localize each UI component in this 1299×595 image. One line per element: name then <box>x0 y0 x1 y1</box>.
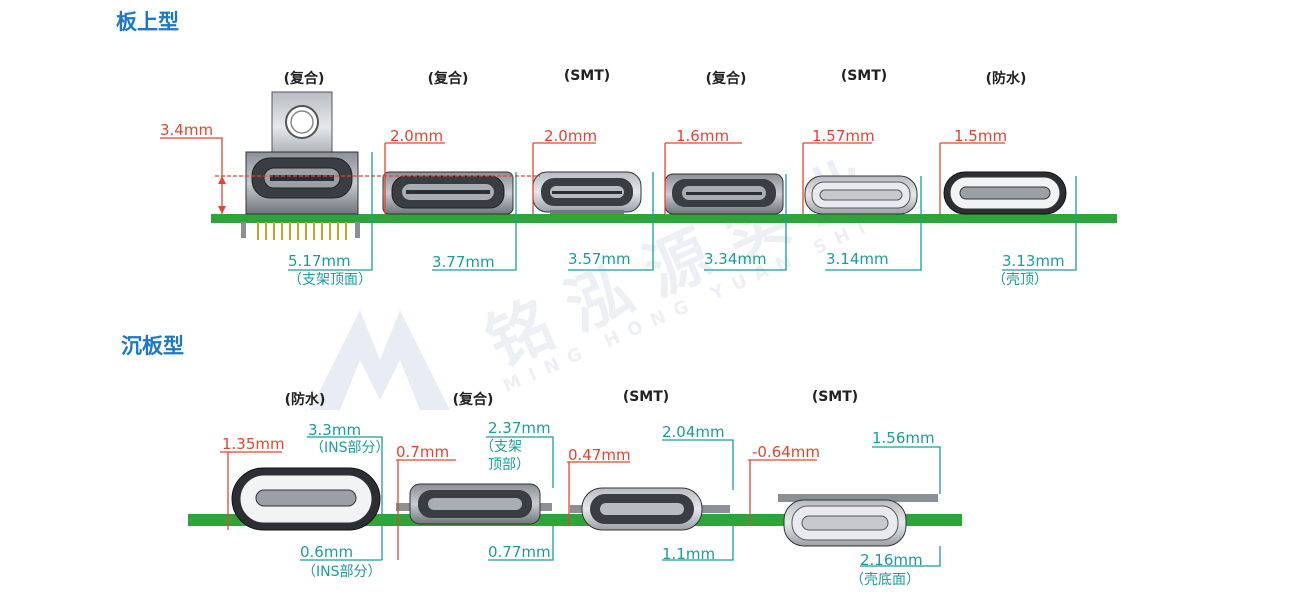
onboard-2-bottom-dim: 3.77mm <box>432 253 495 271</box>
sink-1-top-dim: 3.3mm <box>308 421 362 439</box>
sink-1-type: (防水) <box>284 392 326 408</box>
sink-2-top-note-2: 顶部） <box>488 457 530 473</box>
sink-2-bottom-dim: 0.77mm <box>488 543 551 561</box>
sink-4-top-dim: 1.56mm <box>872 429 935 447</box>
sink-2-left-dim: 0.7mm <box>396 443 450 461</box>
onboard-4-bottom-dim: 3.34mm <box>704 250 767 268</box>
connector-sinkboard-3 <box>570 487 730 531</box>
sink-3-top-dim: 2.04mm <box>662 423 725 441</box>
onboard-5-top-dim: 1.57mm <box>812 127 875 145</box>
onboard-6-top-dim: 1.5mm <box>954 127 1008 145</box>
onboard-3-type: (SMT) <box>563 68 611 84</box>
onboard-3-bottom-dim: 3.57mm <box>568 250 631 268</box>
connector-onboard-5 <box>804 175 918 215</box>
onboard-1-top-dim: 3.4mm <box>160 121 214 139</box>
sink-1-bottom-dim: 0.6mm <box>300 543 354 561</box>
sink-3-left-dim: 0.47mm <box>568 446 631 464</box>
section-title-onboard: 板上型 <box>116 10 179 34</box>
sink-1-top-note: （INS部分） <box>310 440 390 456</box>
connector-sinkboard-1 <box>231 467 381 531</box>
section-title-sinkboard: 沉板型 <box>121 334 184 358</box>
sink-1-left-dim: 1.35mm <box>222 435 285 453</box>
sink-4-type: (SMT) <box>811 389 859 405</box>
connector-onboard-3 <box>532 171 642 214</box>
sink-3-bottom-dim: 1.1mm <box>662 545 716 563</box>
sink-4-bottom-note: （壳底面） <box>850 572 920 588</box>
connector-onboard-4 <box>664 173 784 215</box>
sink-1-bottom-note: （INS部分） <box>302 564 382 580</box>
connector-sinkboard-4 <box>778 494 938 547</box>
connector-onboard-1 <box>241 91 360 240</box>
onboard-5-type: (SMT) <box>840 68 888 84</box>
onboard-6-bottom-dim: 3.13mm <box>1002 252 1065 270</box>
pcb-board-sinkboard <box>188 514 962 526</box>
onboard-5-bottom-dim: 3.14mm <box>826 250 889 268</box>
onboard-1-type: (复合) <box>283 71 325 87</box>
watermark-logo <box>300 300 460 420</box>
onboard-6-type: (防水) <box>985 71 1027 87</box>
onboard-3-top-dim: 2.0mm <box>544 127 598 145</box>
sink-4-bottom-dim: 2.16mm <box>860 551 923 569</box>
connector-onboard-2 <box>382 171 514 215</box>
onboard-4-top-dim: 1.6mm <box>676 127 730 145</box>
sink-4-left-dim: -0.64mm <box>752 443 821 461</box>
onboard-2-type: (复合) <box>427 71 469 87</box>
connector-sinkboard-2 <box>396 483 552 525</box>
onboard-1-bottom-note: （支架顶面） <box>288 272 372 288</box>
sink-2-top-note-1: （支架 <box>480 439 522 455</box>
onboard-2-top-dim: 2.0mm <box>390 127 444 145</box>
onboard-6-bottom-note: （壳顶） <box>992 272 1048 288</box>
onboard-4-type: (复合) <box>705 71 747 87</box>
sink-3-type: (SMT) <box>622 389 670 405</box>
onboard-1-bottom-dim: 5.17mm <box>288 252 351 270</box>
sink-2-top-dim: 2.37mm <box>488 419 551 437</box>
sink-2-type: (复合) <box>452 392 494 408</box>
connector-onboard-6 <box>943 171 1067 215</box>
pcb-board-onboard <box>211 214 1117 223</box>
